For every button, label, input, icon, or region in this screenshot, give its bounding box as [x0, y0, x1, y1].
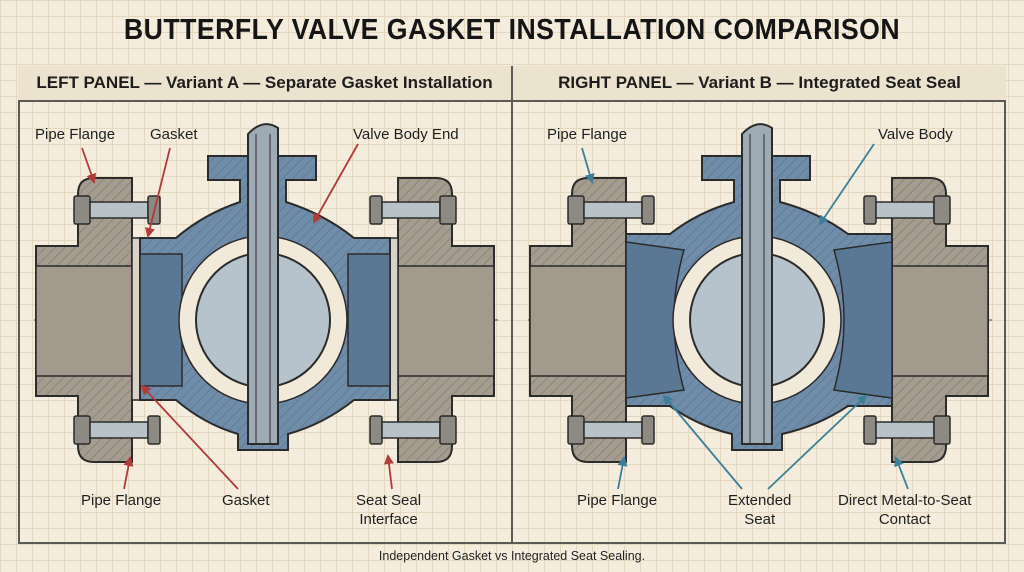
page-title: BUTTERFLY VALVE GASKET INSTALLATION COMP…: [123, 14, 901, 46]
flange-bolts: [567, 195, 951, 445]
label-extended-seat: Extended Seat: [728, 491, 791, 529]
right-pipe-flange: [891, 177, 989, 463]
left-panel-leaders: [81, 143, 394, 490]
label-pipe-flange-bottom: Pipe Flange: [81, 492, 162, 509]
left-gasket: [131, 237, 141, 401]
label-pipe-flange-top: Pipe Flange: [35, 126, 116, 143]
label-gasket-top: Gasket: [150, 126, 198, 143]
panel-divider: [511, 66, 513, 544]
label-direct-contact-line2: Contact: [878, 511, 931, 528]
left-valve-drawing: [34, 123, 498, 490]
flange-bolts: [73, 195, 457, 445]
label-valve-body: Valve Body: [878, 126, 953, 143]
label-seat-seal-line1: Seat Seal: [356, 492, 422, 509]
valve-stem: [247, 123, 279, 445]
left-pipe-flange: [529, 177, 627, 463]
label-pipe-flange-bottom-right: Pipe Flange: [577, 492, 658, 509]
right-valve-drawing: [528, 123, 992, 490]
caption: Independent Gasket vs Integrated Seat Se…: [378, 549, 646, 563]
label-seat-seal-line2: Interface: [359, 511, 418, 528]
right-gasket: [389, 237, 399, 401]
label-direct-contact: Direct Metal-to-Seat Contact: [838, 491, 971, 529]
right-panel-header: RIGHT PANEL — Variant B — Integrated Sea…: [513, 66, 1006, 102]
label-pipe-flange-top-right: Pipe Flange: [547, 126, 628, 143]
label-extended-seat-line2: Seat: [744, 511, 776, 528]
valve-stem: [741, 123, 773, 445]
extended-seat-right: [833, 241, 893, 399]
right-panel-leaders: [581, 143, 909, 490]
label-direct-contact-line1: Direct Metal-to-Seat: [838, 492, 972, 509]
label-valve-body-end: Valve Body End: [353, 126, 459, 143]
label-seat-seal-interface: Seat Seal Interface: [356, 491, 421, 529]
label-gasket-bottom: Gasket: [222, 492, 270, 509]
left-panel-header: LEFT PANEL — Variant A — Separate Gasket…: [18, 66, 511, 102]
right-pipe-flange: [397, 177, 495, 463]
label-extended-seat-line1: Extended: [728, 492, 792, 509]
